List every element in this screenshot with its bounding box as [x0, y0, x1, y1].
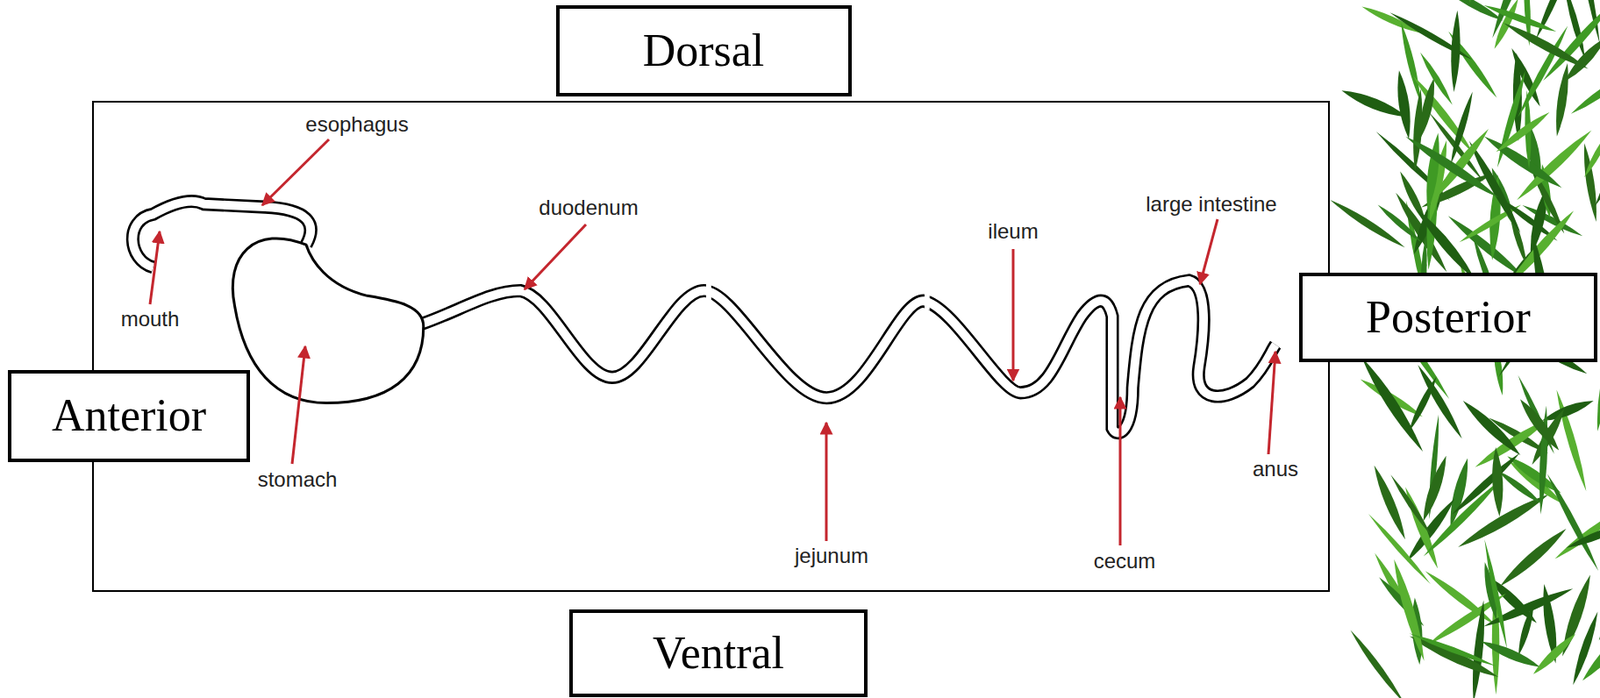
- bamboo-leaf: [1416, 0, 1487, 2]
- bamboo-leaf: [1501, 19, 1591, 73]
- bamboo-leaf: [1481, 538, 1510, 650]
- bamboo-leaf: [1593, 358, 1600, 433]
- part-name: stomach: [256, 468, 340, 492]
- leader-arrow: [292, 346, 306, 465]
- bamboo-leaf: [1370, 464, 1410, 543]
- bamboo-leaf: [1449, 10, 1462, 93]
- direction-label: Dorsal: [642, 25, 765, 76]
- bamboo-leaf: [1469, 600, 1488, 698]
- bamboo-leaf: [1328, 196, 1408, 251]
- part-name: cecum: [1092, 550, 1158, 573]
- bamboo-leaf: [1514, 24, 1572, 120]
- bamboo-leaf: [1393, 69, 1415, 140]
- leader-arrow: [1200, 219, 1218, 285]
- bamboo-leaf: [1598, 65, 1600, 115]
- leader-arrow: [524, 224, 586, 290]
- bamboo-leaf: [1389, 557, 1429, 663]
- direction-label: Ventral: [652, 628, 785, 679]
- bamboo-leaf: [1569, 610, 1600, 687]
- bamboo-leaf: [1407, 630, 1498, 670]
- frame: [92, 101, 1329, 592]
- bamboo-leaf: [1493, 108, 1552, 155]
- direction-box: Posterior: [1299, 272, 1598, 363]
- bamboo-leaf: [1540, 396, 1596, 426]
- bamboo-leaf: [1421, 477, 1505, 560]
- bamboo-leaf: [1347, 628, 1407, 698]
- part-name: anus: [1250, 457, 1300, 481]
- bamboo-leaf: [1412, 205, 1479, 284]
- leader-arrow: [262, 139, 329, 206]
- part-name: ileum: [985, 220, 1040, 243]
- bamboo-leaf: [1479, 637, 1543, 672]
- part-name: jejunum: [792, 544, 871, 568]
- bamboo-leaf: [1447, 90, 1476, 165]
- direction-label: Posterior: [1365, 292, 1531, 343]
- leader-lines: [150, 139, 1276, 546]
- leader-arrow: [825, 422, 829, 542]
- direction-box: Dorsal: [556, 5, 852, 97]
- bamboo-leaf: [1388, 473, 1435, 539]
- bamboo-leaf: [1533, 0, 1573, 41]
- bamboo-leaf: [1406, 375, 1440, 434]
- bamboo-leaf: [1360, 3, 1422, 36]
- direction-label: Anterior: [51, 390, 207, 441]
- bamboo-leaf: [1595, 578, 1600, 643]
- bamboo-leaf: [1530, 631, 1579, 679]
- bamboo-leaf: [1357, 354, 1428, 455]
- bamboo-leaf: [1403, 132, 1501, 201]
- leader-arrow: [1268, 351, 1276, 455]
- bamboo-leaf: [1410, 88, 1425, 172]
- bamboo-leaf: [1417, 50, 1456, 108]
- bamboo-leaf: [1490, 447, 1505, 518]
- bamboo-leaf: [1515, 396, 1564, 454]
- part-name: mouth: [119, 307, 182, 331]
- bamboo-leaf: [1496, 525, 1570, 591]
- leader-arrow: [1012, 249, 1015, 381]
- bamboo-leaf: [1418, 454, 1451, 524]
- bamboo-leaf: [1591, 110, 1600, 209]
- part-name: large intestine: [1143, 192, 1279, 216]
- leader-arrow: [150, 231, 160, 305]
- part-name: esophagus: [303, 113, 410, 136]
- part-name: duodenum: [536, 196, 640, 220]
- direction-box: Anterior: [7, 370, 250, 463]
- direction-box: Ventral: [569, 609, 868, 698]
- bamboo-leaf: [1459, 0, 1475, 4]
- leader-arrow: [1119, 397, 1122, 546]
- bamboo-leaf: [1459, 397, 1524, 459]
- digestive-tract: [132, 200, 1276, 433]
- bamboo-leaf: [1440, 0, 1506, 25]
- bamboo-leaf: [1544, 471, 1600, 572]
- bamboo-leaf: [1540, 0, 1600, 84]
- bamboo-leaf: [1564, 519, 1600, 552]
- bamboo-leaf: [1388, 9, 1474, 63]
